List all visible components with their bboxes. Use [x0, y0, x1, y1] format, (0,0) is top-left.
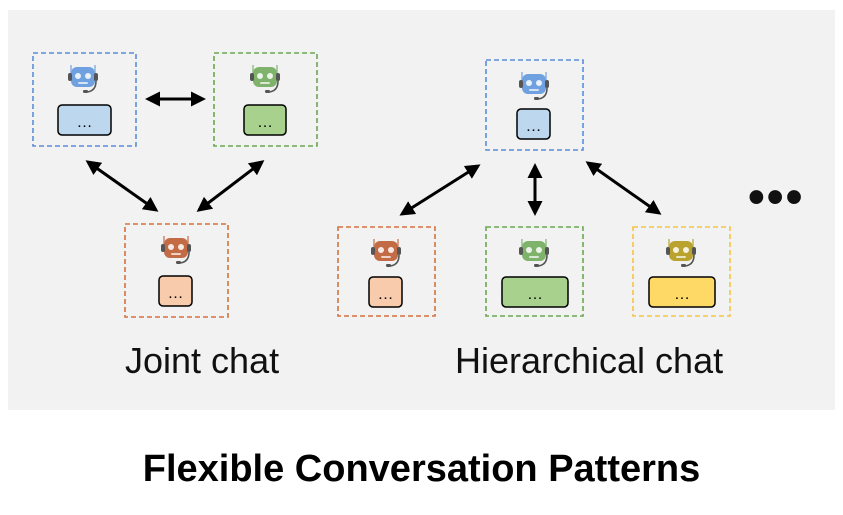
bubble-text: …	[527, 286, 543, 303]
robot-icon	[249, 64, 281, 94]
bubble-text: …	[526, 118, 542, 135]
robot-icon	[665, 238, 697, 268]
message-bubble	[516, 108, 551, 140]
robot-icon	[518, 238, 550, 268]
arrow-blue-orange	[399, 164, 481, 216]
message-bubble	[243, 104, 287, 136]
agent-hier-green: …	[485, 226, 584, 317]
hierarchical-chat-caption: Hierarchical chat	[455, 340, 724, 381]
arrow-green-orange	[196, 160, 265, 212]
agent-joint-blue: …	[32, 52, 137, 147]
joint-chat-caption: Joint chat	[125, 340, 280, 381]
arrow-blue-yellow	[585, 161, 662, 215]
bubble-text: …	[378, 286, 394, 303]
message-bubble	[57, 104, 112, 136]
more-patterns-indicator: •••	[748, 171, 805, 224]
message-bubble	[158, 275, 193, 307]
bubble-text: …	[674, 286, 690, 303]
bubble-text: …	[257, 114, 273, 131]
robot-icon	[160, 235, 192, 265]
bubble-text: …	[77, 114, 93, 131]
agent-joint-orange: …	[124, 223, 229, 318]
message-bubble	[501, 276, 569, 308]
robot-icon	[67, 64, 99, 94]
figure-title: Flexible Conversation Patterns	[142, 448, 701, 490]
arrow-blue-orange	[85, 160, 159, 212]
message-bubble	[368, 276, 403, 308]
robot-icon	[370, 238, 402, 268]
message-bubble	[648, 276, 716, 308]
agent-joint-green: …	[213, 52, 318, 147]
agent-hier-orange: …	[337, 226, 436, 317]
agent-hier-yellow: …	[632, 226, 731, 317]
bubble-text: …	[168, 285, 184, 302]
robot-icon	[518, 71, 550, 101]
agent-hier-blue: …	[485, 59, 584, 151]
